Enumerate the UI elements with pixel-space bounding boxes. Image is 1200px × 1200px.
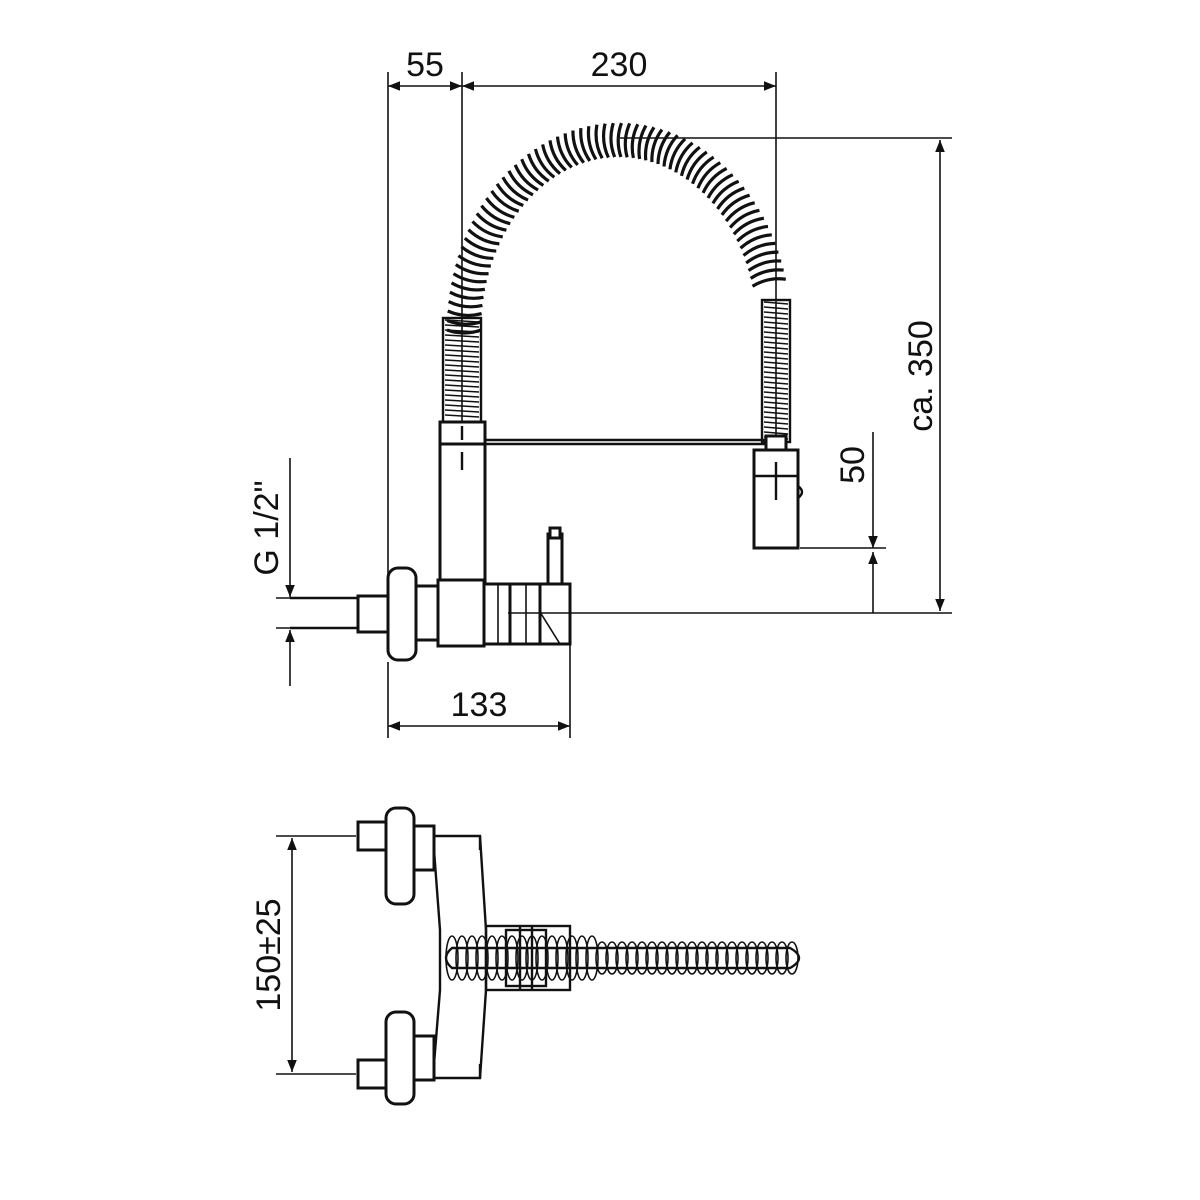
top-view: 150±25 — [250, 806, 801, 1106]
dimension-50-label: 50 — [834, 446, 872, 484]
top-spring-coil — [444, 935, 801, 981]
dimension-150-label: 150±25 — [250, 898, 288, 1011]
spring-coil — [446, 122, 786, 335]
dimension-55-label: 55 — [406, 46, 444, 84]
spray-head — [752, 434, 804, 550]
dimension-thread-label: G 1/2" — [248, 480, 286, 575]
dimension-350-label: ca. 350 — [902, 320, 940, 432]
dimension-230-label: 230 — [591, 46, 648, 84]
side-view: 55 230 ca. 350 50 G 1/2" — [248, 46, 952, 738]
dimension-133-label: 133 — [451, 686, 508, 724]
dimension-50: 50 — [800, 432, 886, 613]
lower-wall-connection — [356, 1010, 436, 1106]
spout-mount — [484, 924, 572, 992]
dimension-55: 55 — [388, 46, 462, 91]
left-spring-section — [441, 316, 483, 424]
valve-body — [290, 566, 578, 662]
upper-wall-connection — [356, 806, 436, 906]
dimension-133: 133 — [387, 640, 571, 738]
spout-tube — [438, 420, 768, 586]
dimension-230: 230 — [462, 46, 776, 91]
dimension-thread: G 1/2" — [248, 458, 360, 686]
lever-handle — [546, 526, 564, 586]
dimension-150: 150±25 — [250, 835, 356, 1075]
